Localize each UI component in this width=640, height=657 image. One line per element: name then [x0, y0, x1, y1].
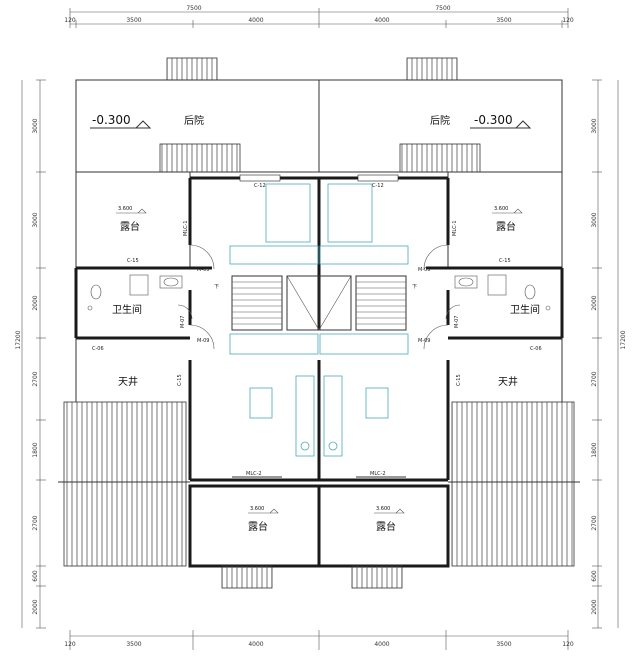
door-m07-left: M-07 [180, 316, 186, 328]
top-part: 3500 [126, 17, 141, 24]
right-part: 600 [591, 570, 598, 582]
top-part: 120 [64, 17, 76, 24]
right-part: 3000 [591, 118, 598, 133]
door-mc2-right: MLC-2 [370, 471, 386, 477]
courtyard-label-right: 天井 [498, 375, 518, 388]
right-part: 2700 [591, 371, 598, 386]
courtyards: 天井 天井 [58, 375, 580, 567]
door-m09-lower-left: M-09 [197, 338, 209, 344]
bottom-part: 3500 [126, 641, 141, 648]
bottom-part: 4000 [374, 641, 389, 648]
right-dimensions: 17200 3000 3000 2000 2700 1800 2700 600 … [591, 79, 627, 629]
terrace-label-top-left: 露台 [120, 220, 140, 233]
right-part: 2700 [591, 515, 598, 530]
level-terrace-bottom-right: 3.600 [376, 506, 390, 512]
terrace-label-bottom-right: 露台 [376, 520, 396, 533]
bathroom-label-left: 卫生间 [112, 303, 142, 316]
level-terrace-top-left: 3.600 [118, 206, 132, 212]
window-labels: C-12 C-12 C-15 C-15 C-06 C-06 C-15 C-15 … [92, 174, 542, 386]
top-dimensions: 7500 7500 120 3500 4000 4000 3500 120 [64, 5, 574, 28]
left-dimensions: 17200 3000 3000 2000 2700 1800 2700 600 … [15, 79, 46, 629]
terrace-label-top-right: 露台 [496, 220, 516, 233]
stair-arrow-right: 下 [412, 284, 417, 290]
bottom-part: 120 [64, 641, 76, 648]
door-m07-right: M-07 [454, 316, 460, 328]
left-part: 600 [32, 570, 39, 582]
terrace-label-bottom-left: 露台 [248, 520, 268, 533]
window-c06-left: C-06 [92, 346, 104, 352]
left-part: 2000 [32, 599, 39, 614]
left-part: 3000 [32, 212, 39, 227]
stair-arrow-left: 下 [214, 284, 219, 290]
window-c15-courtyard-right: C-15 [456, 374, 462, 386]
bottom-dimensions: 120 3500 4000 4000 3500 120 [64, 630, 574, 650]
left-part: 3000 [32, 118, 39, 133]
right-part: 3000 [591, 212, 598, 227]
right-part: 2000 [591, 599, 598, 614]
top-part: 4000 [374, 17, 389, 24]
main-walls [74, 176, 564, 482]
backyards: 后院 后院 -0.300 -0.300 [75, 57, 563, 173]
stairs: 下 下 [214, 275, 417, 331]
bottom-part: 3500 [496, 641, 511, 648]
top-part: 4000 [248, 17, 263, 24]
level-terrace-bottom-left: 3.600 [250, 506, 264, 512]
backyard-label-left: 后院 [184, 114, 204, 127]
door-m09-lower-right: M-09 [418, 338, 430, 344]
door-m09-upper-left: M-09 [197, 267, 209, 273]
window-c15-courtyard-left: C-15 [177, 374, 183, 386]
window-c12-left: C-12 [254, 183, 266, 189]
right-part: 1800 [591, 442, 598, 457]
bathrooms: 卫生间 卫生间 [87, 274, 551, 316]
door-mc1-right: MLC-1 [452, 220, 458, 236]
courtyard-label-left: 天井 [118, 375, 138, 388]
bottom-terraces: MLC-2 MLC-2 露台 露台 3.600 3.600 [188, 471, 450, 589]
backyard-label-right: 后院 [430, 114, 450, 127]
left-part: 1800 [32, 442, 39, 457]
level-backyard-right: -0.300 [474, 113, 513, 127]
right-part: 2000 [591, 295, 598, 310]
left-part: 2700 [32, 371, 39, 386]
window-c06-right: C-06 [530, 346, 542, 352]
right-total: 17200 [620, 330, 627, 349]
level-terrace-top-right: 3.600 [494, 206, 508, 212]
door-mc2-left: MLC-2 [246, 471, 262, 477]
bathroom-label-right: 卫生间 [510, 303, 540, 316]
doors: M-09 M-09 M-09 M-09 M-07 M-07 [177, 244, 461, 350]
left-total: 17200 [15, 330, 22, 349]
left-part: 2000 [32, 295, 39, 310]
bottom-part: 4000 [248, 641, 263, 648]
window-c12-right: C-12 [372, 183, 384, 189]
left-part: 2700 [32, 515, 39, 530]
furniture [229, 183, 409, 457]
window-c15-bath-left: C-15 [127, 258, 139, 264]
door-m09-upper-right: M-09 [418, 267, 430, 273]
bottom-part: 120 [562, 641, 574, 648]
level-backyard-left: -0.300 [92, 113, 131, 127]
top-total-left: 7500 [186, 5, 201, 12]
top-part: 120 [562, 17, 574, 24]
top-total-right: 7500 [435, 5, 450, 12]
top-part: 3500 [496, 17, 511, 24]
window-c15-bath-right: C-15 [499, 258, 511, 264]
door-mc1-left: MLC-1 [183, 220, 189, 236]
